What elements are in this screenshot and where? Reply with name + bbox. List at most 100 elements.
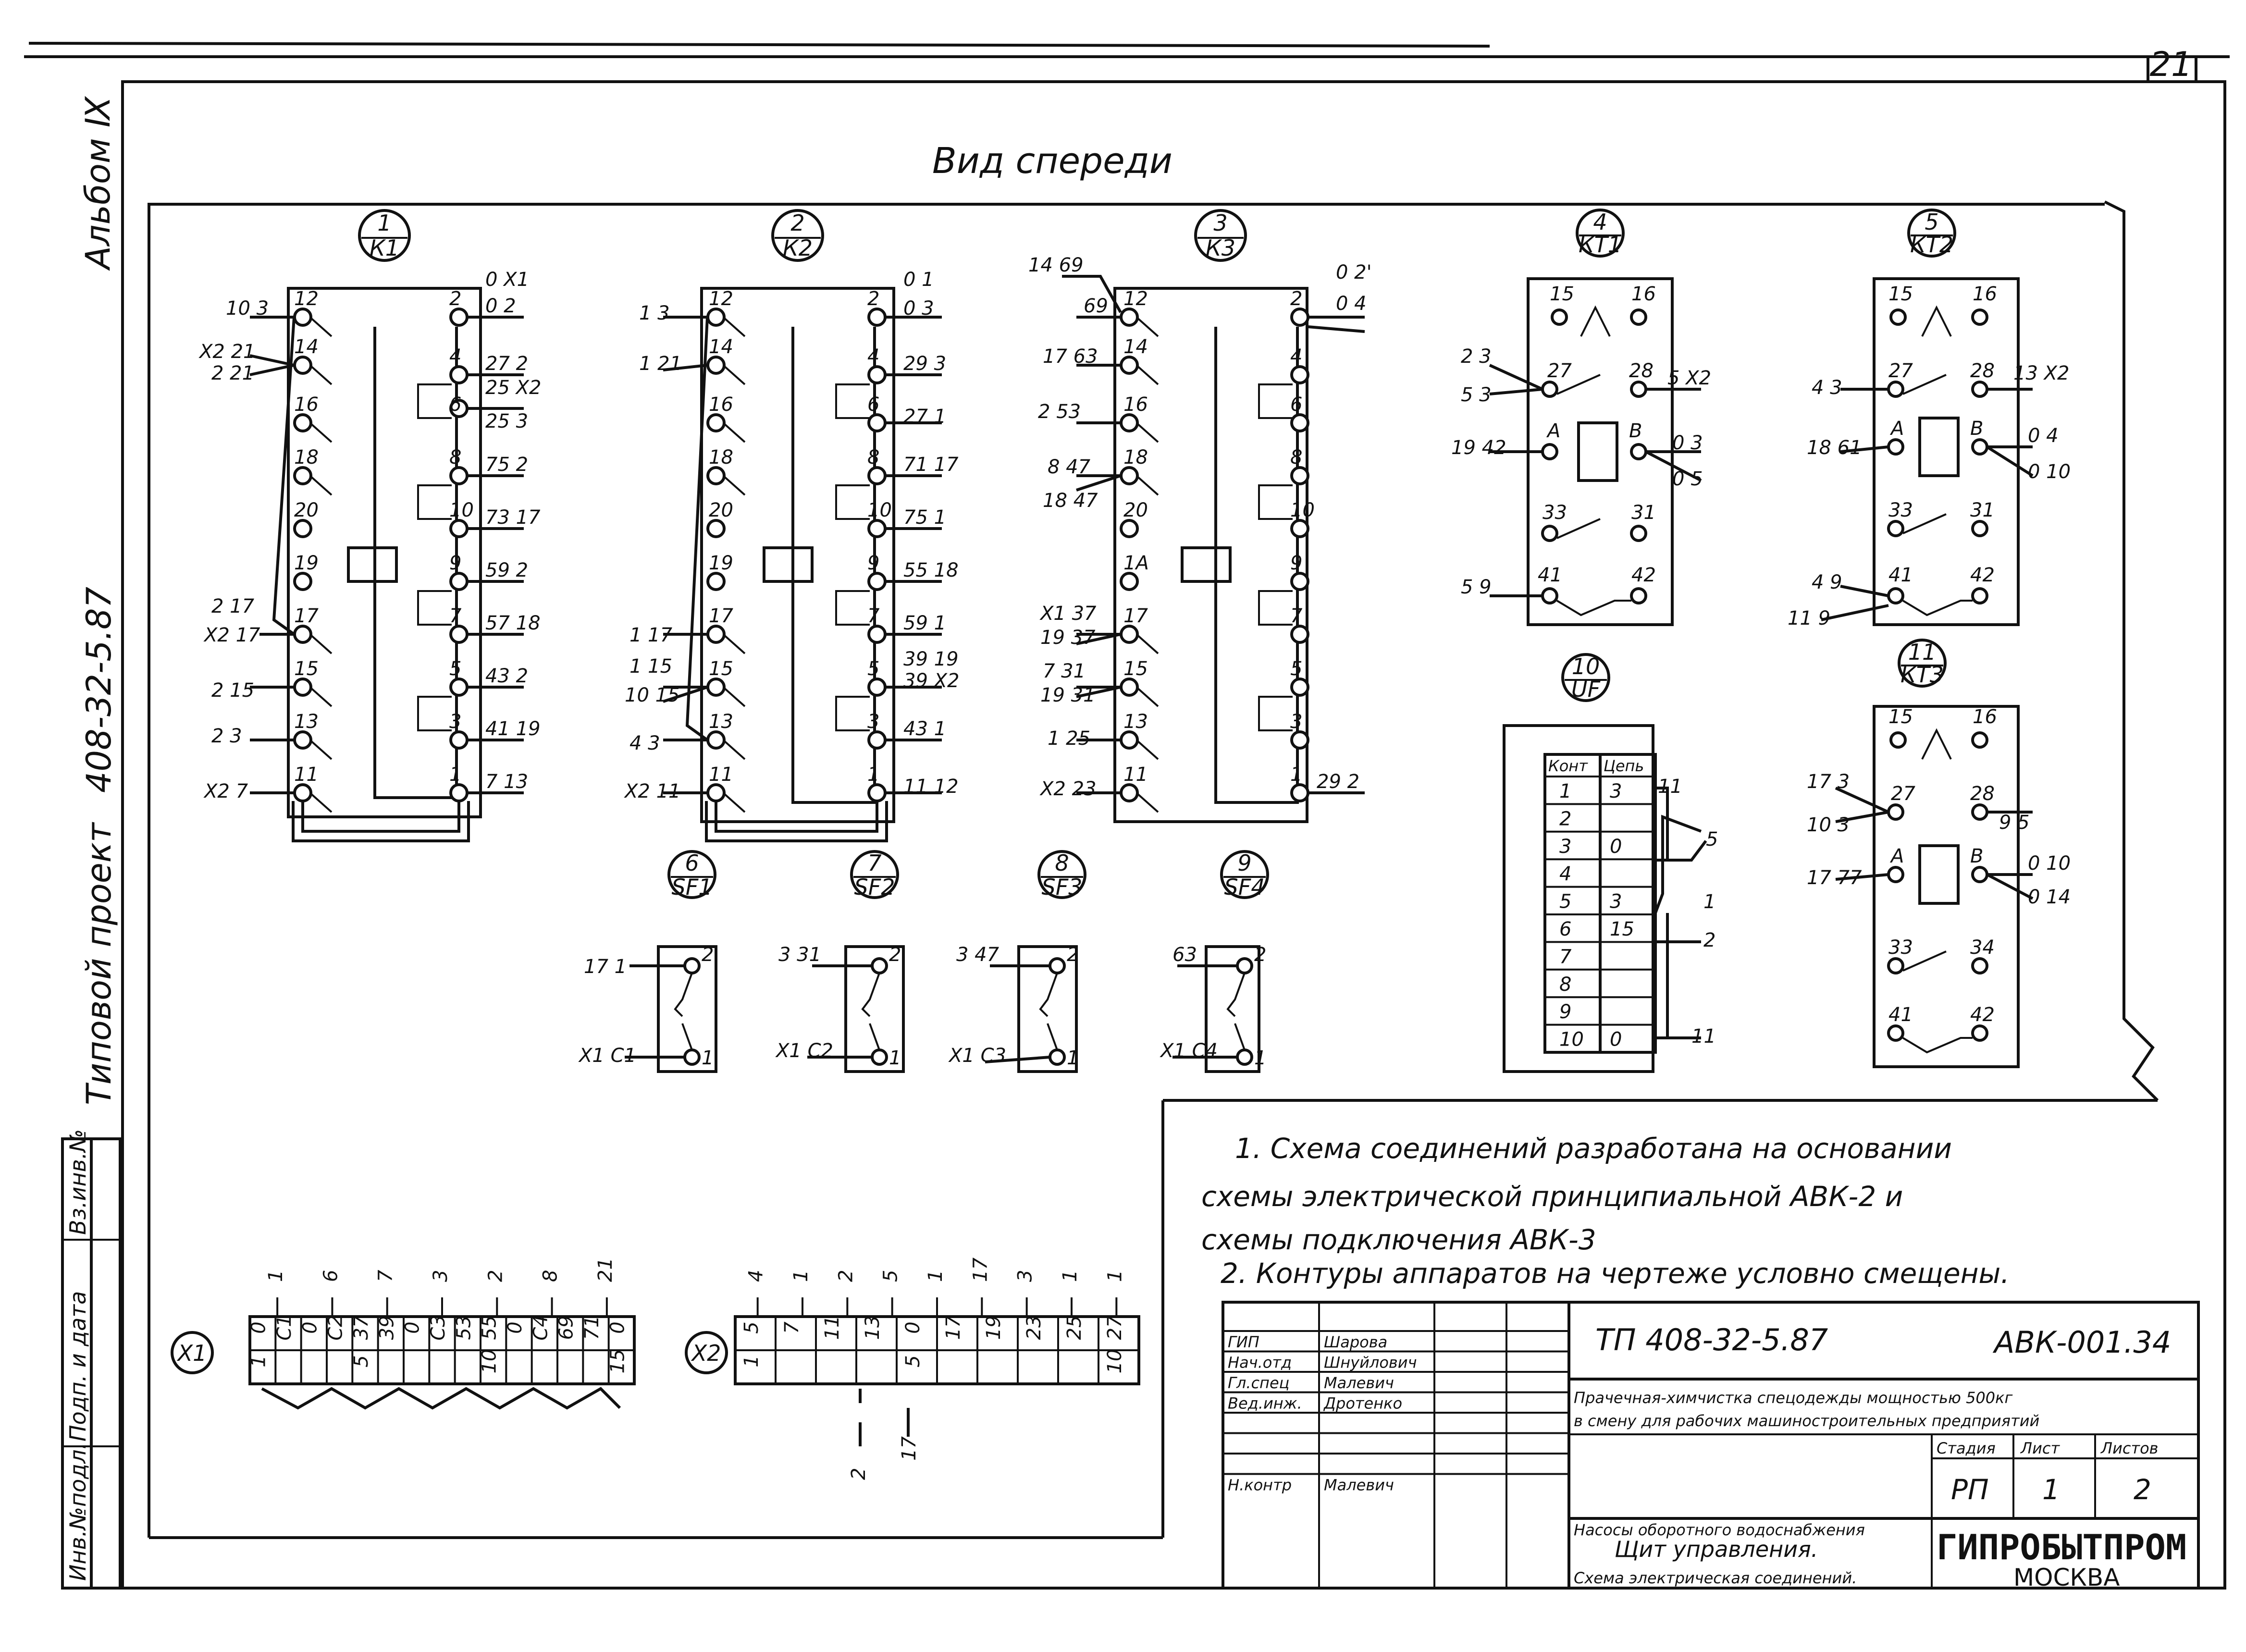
uf-contact: 9 <box>1559 1001 1571 1023</box>
svg-text:27 1: 27 1 <box>903 406 946 428</box>
stamp-sign-label: Подп. и дата <box>65 1291 91 1442</box>
svg-text:9: 9 <box>449 552 461 574</box>
svg-text:14: 14 <box>294 336 319 358</box>
k1-num: 1 <box>377 210 391 236</box>
terminal-wire: 53 <box>453 1316 475 1340</box>
k3-code: К3 <box>1206 235 1235 261</box>
side-project-code: 408-32-5.87 <box>79 587 119 793</box>
svg-text:4: 4 <box>449 345 461 368</box>
svg-text:10: 10 <box>867 499 892 521</box>
svg-text:59 1: 59 1 <box>903 612 946 634</box>
title-block-name: Малевич <box>1324 1374 1394 1392</box>
svg-text:18: 18 <box>294 446 319 468</box>
terminal-wire: 71 <box>581 1316 603 1340</box>
terminal-top-label: 1 <box>1104 1270 1126 1282</box>
svg-text:1 15: 1 15 <box>629 655 672 678</box>
svg-text:5: 5 <box>449 658 461 680</box>
svg-text:7: 7 <box>867 605 880 627</box>
svg-text:0 2': 0 2' <box>1336 261 1372 284</box>
svg-text:Х1 С4: Х1 С4 <box>1160 1040 1218 1062</box>
terminal-wire: 0 <box>902 1321 924 1333</box>
svg-text:0 14: 0 14 <box>2028 886 2071 908</box>
svg-text:19 42: 19 42 <box>1451 437 1506 459</box>
svg-text:18 61: 18 61 <box>1807 437 1862 459</box>
svg-text:1: 1 <box>1254 1047 1266 1069</box>
svg-text:9: 9 <box>1290 552 1302 574</box>
svg-text:5 9: 5 9 <box>1461 576 1492 598</box>
k2-num: 2 <box>790 210 804 236</box>
svg-text:1 3: 1 3 <box>639 302 670 324</box>
svg-text:28: 28 <box>1629 360 1654 382</box>
svg-text:20: 20 <box>294 499 319 521</box>
terminal-wire: 69 <box>555 1316 578 1340</box>
terminal-top-label: 1 <box>265 1270 287 1282</box>
svg-text:75 1: 75 1 <box>903 506 946 529</box>
svg-text:1: 1 <box>2042 1473 2060 1506</box>
svg-text:КТ2: КТ2 <box>1910 232 1953 258</box>
k1-right-pins: 24 68 109 75 31 <box>417 288 474 802</box>
svg-text:15: 15 <box>1123 658 1148 680</box>
left-side-stamp: Альбом Ⅸ 408-32-5.87 Типовой проект Инв.… <box>61 96 122 1590</box>
svg-text:Х1 37: Х1 37 <box>1039 603 1097 625</box>
svg-text:1: 1 <box>1290 764 1302 786</box>
svg-text:SF4: SF4 <box>1224 874 1265 900</box>
terminal-top-label: 3 <box>1014 1270 1037 1282</box>
stamp-inv-label: Инв.№подл. <box>65 1442 91 1581</box>
uf-circuit: 15 <box>1610 918 1634 940</box>
svg-text:1: 1 <box>702 1047 714 1069</box>
uf-header-cont: Конт <box>1548 757 1588 775</box>
svg-text:6: 6 <box>867 394 879 416</box>
svg-text:схемы подключения АВК-3: схемы подключения АВК-3 <box>1201 1223 1596 1256</box>
terminal-wire: 37 <box>350 1315 372 1340</box>
terminal-wire: 0 <box>606 1321 629 1333</box>
svg-text:19: 19 <box>294 552 319 574</box>
svg-text:9 5: 9 5 <box>1999 812 2030 834</box>
svg-text:14: 14 <box>1123 336 1148 358</box>
svg-text:1 21: 1 21 <box>639 353 682 375</box>
terminal-wire: 19 <box>983 1316 1005 1340</box>
svg-text:Х2 7: Х2 7 <box>203 780 248 802</box>
svg-text:1: 1 <box>867 764 879 786</box>
svg-text:В: В <box>1629 420 1642 442</box>
terminal-wire: 7 <box>781 1321 803 1334</box>
svg-text:2. Контуры аппаратов на чертеж: 2. Контуры аппаратов на чертеже условно … <box>1221 1257 2010 1290</box>
svg-text:17 77: 17 77 <box>1807 867 1862 889</box>
svg-text:33: 33 <box>1543 502 1567 524</box>
k2-right-pins: 24 68 109 75 31 <box>835 288 892 802</box>
svg-text:25 3: 25 3 <box>485 410 528 432</box>
svg-text:10: 10 <box>1572 653 1600 679</box>
title-block-name: Шнуйлович <box>1324 1354 1417 1372</box>
svg-text:27: 27 <box>1547 360 1572 382</box>
svg-text:42: 42 <box>1631 564 1656 586</box>
svg-text:11: 11 <box>709 764 733 786</box>
svg-text:0 2: 0 2 <box>485 295 516 317</box>
breaker-sf1: 6 SF1 17 1 Х1 С1 2 1 <box>578 850 717 1073</box>
terminal-top-label: 6 <box>320 1270 342 1282</box>
svg-text:0 3: 0 3 <box>1672 432 1703 454</box>
svg-text:3: 3 <box>867 711 879 733</box>
svg-text:16: 16 <box>1973 706 1997 728</box>
svg-text:2: 2 <box>1254 944 1266 966</box>
uf-circuit: 3 <box>1610 891 1622 913</box>
album-label: Альбом Ⅸ <box>78 96 118 271</box>
svg-text:17: 17 <box>898 1436 920 1461</box>
svg-text:SF2: SF2 <box>854 874 895 900</box>
svg-text:1. Схема соединений разработан: 1. Схема соединений разработана на основ… <box>1235 1132 1952 1165</box>
notes: 1. Схема соединений разработана на основ… <box>1201 1132 2010 1290</box>
svg-text:13: 13 <box>294 711 319 733</box>
svg-text:27: 27 <box>1891 783 1915 805</box>
terminal-wire: 11 <box>821 1316 843 1340</box>
svg-text:42: 42 <box>1970 1004 1995 1026</box>
svg-text:16: 16 <box>1973 283 1997 305</box>
svg-text:UF: UF <box>1571 676 1601 702</box>
svg-text:25 Х2: 25 Х2 <box>485 377 541 399</box>
terminal-top-label: 21 <box>594 1257 617 1282</box>
k2-code: К2 <box>783 235 813 261</box>
svg-text:7: 7 <box>867 850 881 876</box>
svg-text:29 3: 29 3 <box>903 353 946 375</box>
